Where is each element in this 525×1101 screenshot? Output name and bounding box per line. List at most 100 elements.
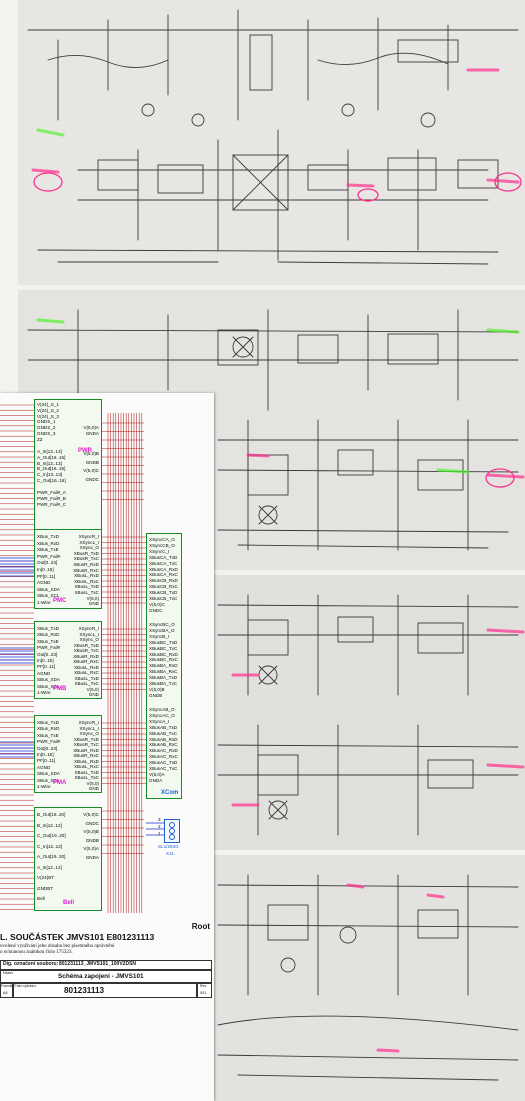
- root-label: Root: [191, 922, 210, 931]
- format-value: A4: [3, 991, 8, 995]
- pin-label: In[0..15]: [37, 658, 54, 663]
- pin-label: XSync_O: [79, 731, 99, 736]
- pin-label: AGND: [37, 580, 51, 586]
- pin-label: A_In[12..12]: [37, 864, 62, 870]
- pin-label: Out[0..23]: [37, 651, 58, 657]
- pin-label: XSyncBC_O: [149, 622, 175, 627]
- pin-label: XBusAC_RxD: [149, 748, 178, 754]
- pin-label: GNDB: [85, 837, 99, 843]
- pin-label: Out[0..23]: [37, 560, 58, 566]
- pin-label: GNDS_2: [37, 425, 56, 431]
- format-cell: [0, 983, 13, 998]
- pin-label: XBusL_TxC: [74, 681, 99, 686]
- pin-label: GNDB: [149, 692, 163, 698]
- pin-label: XBusL_RxD: [73, 664, 99, 670]
- pin-label: V(24)_S_3: [37, 413, 59, 419]
- name-label: Název: [3, 971, 14, 975]
- pin-label: B_Out[19..20]: [37, 812, 66, 817]
- connector-pin-2: [169, 828, 175, 834]
- pin-label: XBusL_RxD: [73, 573, 99, 579]
- pin-label: GNDS_1: [37, 419, 56, 425]
- pin-label: GNDA: [85, 854, 99, 860]
- pin-label: XBusR_TxC: [73, 742, 99, 747]
- sheet-3-drawing: [217, 594, 525, 836]
- connector-part-label: SL1/253G: [158, 844, 179, 849]
- pin-label: XBusBA_TxC: [149, 681, 178, 686]
- rev-cell: [197, 983, 212, 998]
- pin-label: PWR_Fail#_C: [37, 501, 67, 507]
- pin-label: XBus_RxD: [37, 632, 60, 638]
- pin-label: XBusR_TxD: [73, 550, 99, 556]
- pin-label: C_In[13..13]: [37, 472, 63, 478]
- pin-label: XBusBA_RxD: [149, 663, 178, 669]
- file-name: 801231113_JMVS101_100V2DSN: [59, 961, 137, 967]
- pin-label: XSyncR_I: [78, 720, 99, 725]
- pin-label: ZZ: [37, 436, 43, 442]
- pin-label: XBusCA_RxD: [149, 566, 178, 572]
- pin-label: GNDA: [85, 430, 99, 436]
- drawing-number-label: Číslo výkresu: [14, 984, 36, 988]
- pin-label: XBusL_TxC: [74, 590, 99, 595]
- pin-label: XBusL_RxC: [73, 764, 99, 769]
- pin-label: XBusR_TxD: [73, 642, 99, 648]
- pin-label: GNDC: [85, 476, 99, 482]
- pin-label: XBusL_RxC: [73, 670, 99, 675]
- pin-label: XSyncCA_O: [149, 537, 175, 542]
- connector-pin-1: [169, 822, 175, 828]
- pin-label: PWR_Fail#: [37, 645, 61, 651]
- pin-label: V(5,0)C: [83, 468, 99, 473]
- pin-label: XSync_O: [79, 545, 99, 551]
- pin-label: V(5,0): [86, 780, 99, 786]
- pin-label: 1-Wire: [37, 690, 51, 695]
- pin-label: XBusBC_TxC: [149, 645, 178, 651]
- pin-label: PWR_Fail#_B: [37, 495, 66, 501]
- pin-label: XBusL_RxD: [73, 758, 99, 764]
- pin-label: V(5,0)C: [149, 601, 165, 607]
- pin-label: XSyncBA_O: [149, 627, 175, 633]
- pin-label: 1-Wire: [37, 600, 51, 605]
- pin-label: XBusBC_TxD: [149, 639, 178, 645]
- pin-label: SBus_SDA: [37, 677, 60, 683]
- pin-label: XBusBA_TxD: [149, 675, 178, 681]
- pin-label: XBus_TxE: [37, 547, 59, 553]
- pin-label: XBusAB_RxC: [149, 742, 178, 748]
- pin-label: XBusR_TxD: [73, 736, 99, 742]
- pin-label: A_Out[16..16]: [37, 454, 66, 460]
- pin-label: SBus_SDA: [37, 586, 60, 592]
- pin-label: XBusR_TxC: [73, 648, 99, 653]
- xcom-block-label: XCom: [161, 790, 179, 796]
- title-heading: L. SOUČÁSTEK JMVS101 E801231113: [0, 932, 155, 942]
- bell-block[interactable]: B_Out[19..20]B_In[12..12]C_Out[19..20]C_…: [34, 807, 102, 911]
- connector-ref-label: XJ1: [166, 851, 174, 856]
- pin-label: XSyncR_I: [78, 626, 99, 631]
- pin-label: XBusAC_RxC: [149, 754, 178, 760]
- pin-label: GND: [88, 601, 99, 607]
- pin-label: AGND: [37, 764, 51, 770]
- pin-label: PF[0..11]: [37, 664, 56, 670]
- pin-label: V(5,0): [86, 686, 99, 692]
- pin-label: SBus_SDA: [37, 771, 60, 777]
- pin-label: XSyncL_I: [79, 725, 99, 731]
- pin-label: XBusAB_TxD: [149, 724, 178, 730]
- connector-pin-number-1: 1: [158, 831, 161, 836]
- pin-label: XBusL_TxD: [74, 584, 99, 590]
- sheet-1-drawing: [27, 9, 522, 265]
- connector-xj1[interactable]: [164, 819, 180, 843]
- pin-label: SBus_SCL: [37, 777, 60, 783]
- drawing-number-cell: [13, 983, 197, 998]
- pin-label: PF[0..11]: [37, 758, 56, 764]
- pin-label: XBus_RxD: [37, 726, 60, 732]
- file-label: Dig. označení souboru:: [3, 961, 59, 967]
- pin-label: GND: [88, 692, 99, 697]
- pin-label: XBus_TxD: [37, 626, 59, 631]
- pin-label: XBusL_TxC: [74, 775, 99, 780]
- file-cell: [0, 960, 212, 970]
- rev-label: Rev: [200, 984, 207, 988]
- pin-label: XBusAB_TxC: [149, 730, 178, 736]
- notice-line-2: o ochrannou známkou číslo 175323.: [0, 950, 73, 955]
